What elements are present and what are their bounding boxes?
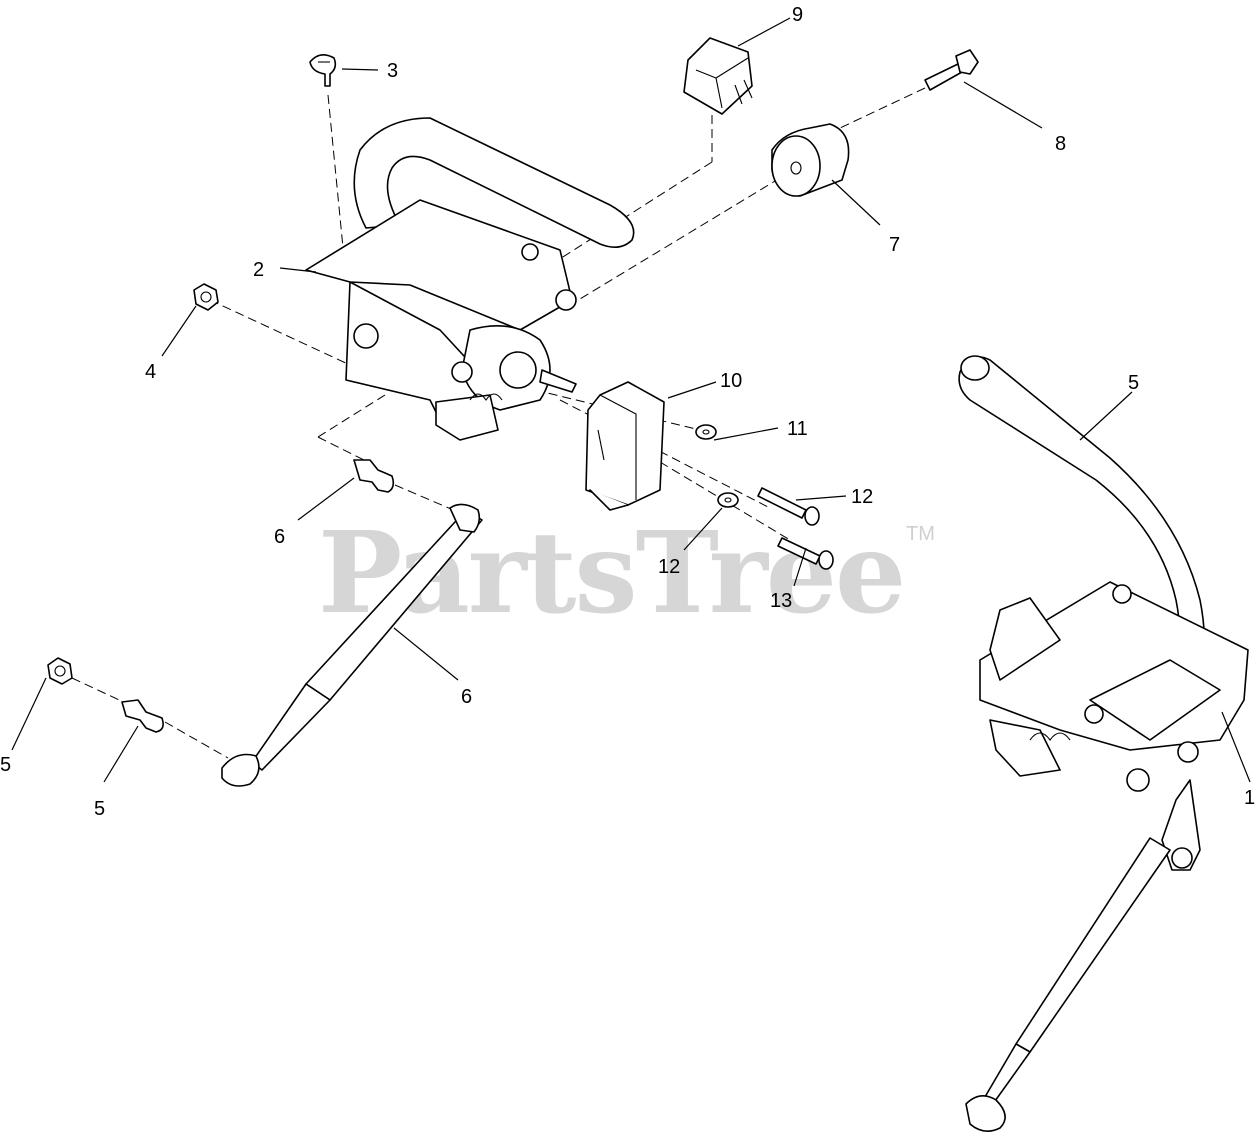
watermark-text: PartsTree (318, 508, 904, 639)
callout-2: 2 (253, 259, 264, 281)
micro-switch-part-11 (585, 381, 665, 511)
callout-5-lower: 5 (0, 754, 11, 776)
bolt-part-9 (924, 49, 979, 91)
nut-part-5-lower (47, 657, 73, 685)
callout-12-upper: 11 (787, 418, 808, 440)
bumper-part-8 (771, 123, 850, 197)
callout-8: 7 (889, 234, 900, 256)
callout-4: 5 (1128, 372, 1139, 394)
washer-part-12-upper (695, 424, 717, 440)
callout-6-upper: 6 (274, 526, 285, 548)
control-assembly-part-2 (305, 117, 635, 441)
screw-part-3 (309, 54, 337, 87)
switch-part-10 (683, 37, 753, 115)
screw-part-13-upper (757, 487, 820, 526)
callout-12-lower: 12 (658, 556, 680, 578)
watermark-trademark: TM (906, 523, 935, 545)
control-assembly-part-1 (965, 581, 1249, 1132)
callout-3: 3 (387, 60, 398, 82)
leader-lines (11, 17, 1251, 783)
callout-7: 6 (461, 686, 472, 708)
callout-11: 10 (720, 370, 742, 392)
screw-part-13-lower (777, 537, 834, 570)
nut-part-5-upper (193, 283, 219, 311)
callout-13-lower: 13 (770, 590, 792, 612)
callout-6-lower: 5 (94, 798, 105, 820)
callout-1: 1 (1244, 787, 1255, 809)
ball-stud-part-6-upper (353, 459, 395, 493)
callouts: 3 9 8 7 2 4 10 11 5 12 6 12 13 6 5 5 1 (0, 4, 1255, 820)
callout-5-upper: 4 (145, 361, 156, 383)
callout-10: 9 (792, 4, 803, 26)
gas-strut-part-7 (221, 503, 483, 787)
ball-stud-part-6-lower (121, 699, 164, 733)
callout-9: 8 (1055, 133, 1066, 155)
callout-13-upper: 12 (851, 486, 873, 508)
washer-part-12-lower (717, 492, 739, 508)
